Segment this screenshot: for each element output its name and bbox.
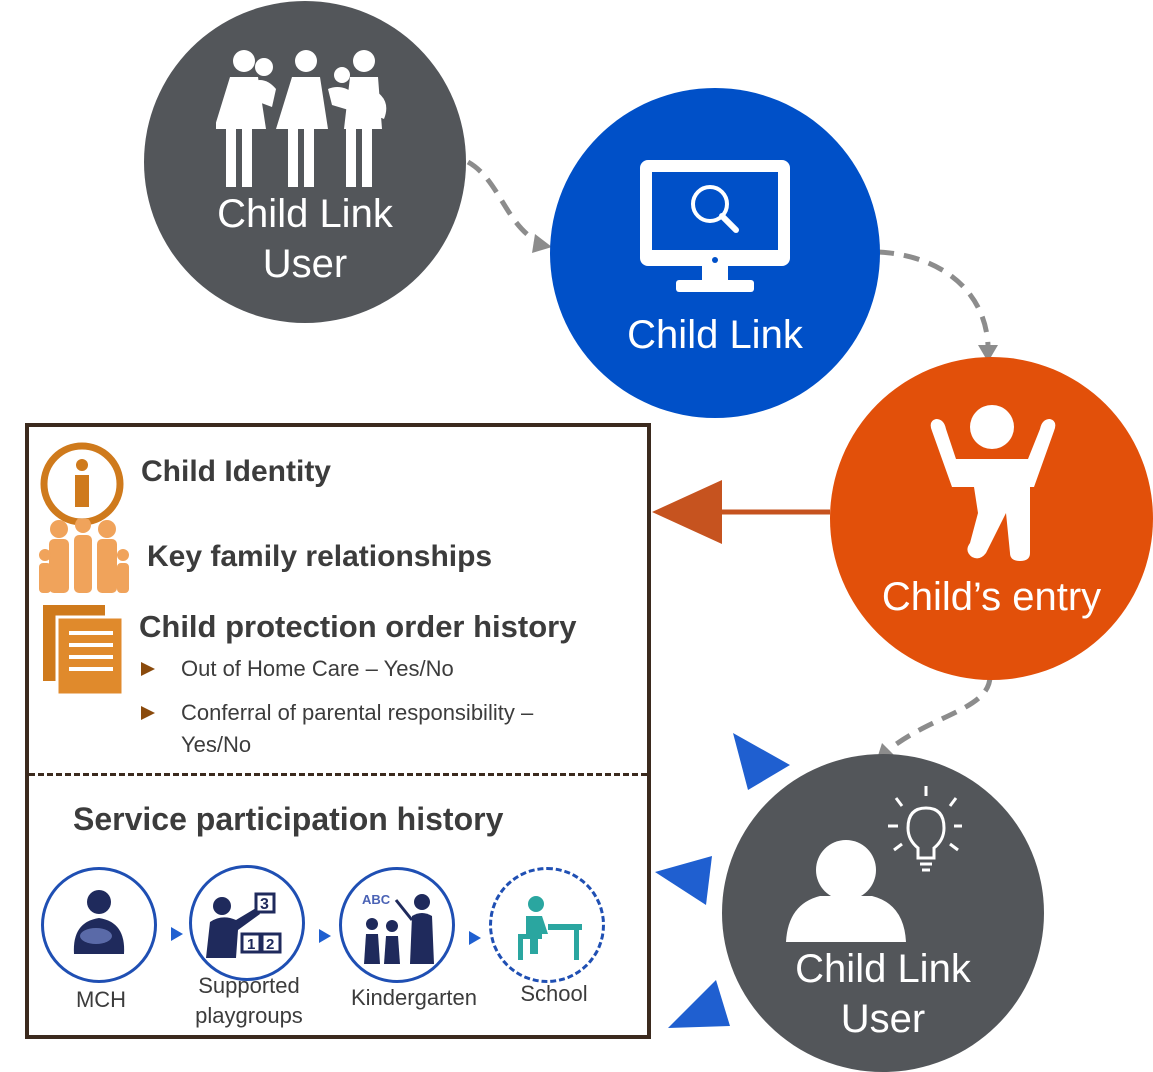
panel-divider bbox=[29, 773, 647, 776]
school-service-circle bbox=[489, 867, 605, 983]
child-link-user-bottom-node: Child Link User bbox=[722, 754, 1044, 1072]
arrow-childlink-to-entry bbox=[877, 249, 991, 346]
arrowhead-1 bbox=[532, 234, 552, 253]
child-identity-heading: Child Identity bbox=[141, 455, 331, 488]
blue-triangle-3 bbox=[668, 980, 730, 1028]
entry-to-panel-head bbox=[652, 480, 722, 544]
bullet-conferral: Conferral of parental responsibility – bbox=[141, 697, 533, 729]
mch-label: MCH bbox=[75, 987, 127, 1012]
childs-entry-node: Child’s entry bbox=[830, 357, 1153, 680]
arrow-entry-to-user bbox=[884, 675, 993, 754]
bullet-arrow-icon bbox=[141, 706, 155, 720]
child-figure-icon bbox=[930, 405, 1056, 561]
svg-text:2: 2 bbox=[266, 936, 274, 953]
playgroups-label: Supported playgroups bbox=[179, 971, 319, 1031]
service-arrow-2 bbox=[319, 929, 331, 943]
kindergarten-service-circle: ABC bbox=[339, 867, 455, 983]
teacher-children-icon: ABC bbox=[362, 892, 434, 964]
svg-text:ABC: ABC bbox=[362, 892, 391, 907]
family-relationships-heading: Key family relationships bbox=[147, 540, 493, 573]
bullet-text: Out of Home Care – Yes/No bbox=[181, 656, 454, 681]
node-label-line1: Child Link bbox=[795, 947, 971, 991]
service-history-heading: Service participation history bbox=[73, 801, 504, 837]
playgroups-label-line2: playgroups bbox=[195, 1003, 303, 1028]
arrowhead-2 bbox=[978, 345, 998, 362]
child-record-panel: Child Identity Key family relationships … bbox=[25, 423, 651, 1039]
svg-text:1: 1 bbox=[247, 936, 255, 953]
playgroups-label-line1: Supported bbox=[198, 973, 300, 998]
family-icon bbox=[216, 50, 387, 187]
info-icon bbox=[40, 442, 124, 526]
bullet-conferral-continued: Yes/No bbox=[181, 732, 252, 757]
blue-triangle-1 bbox=[733, 733, 790, 790]
arrow-user-to-childlink bbox=[466, 159, 542, 246]
school-label: School bbox=[520, 981, 588, 1006]
node-label-line2: User bbox=[840, 997, 926, 1041]
protection-order-heading: Child protection order history bbox=[139, 609, 577, 644]
teacher-blocks-icon: 3 1 2 bbox=[206, 892, 282, 958]
document-stack-icon bbox=[43, 605, 125, 697]
mother-baby-icon bbox=[73, 890, 125, 954]
bullet-out-of-home-care: Out of Home Care – Yes/No bbox=[141, 653, 454, 685]
student-desk-icon bbox=[518, 896, 582, 960]
node-label-line2: User bbox=[262, 242, 348, 286]
playgroups-service-circle: 3 1 2 bbox=[189, 865, 305, 981]
monitor-search-icon bbox=[640, 160, 790, 292]
svg-text:3: 3 bbox=[260, 896, 269, 913]
family-group-icon bbox=[39, 519, 129, 593]
service-arrow-3 bbox=[469, 931, 481, 945]
child-link-user-top-node: Child Link User bbox=[144, 1, 466, 323]
kindergarten-label: Kindergarten bbox=[351, 985, 477, 1010]
blue-triangle-2 bbox=[655, 856, 712, 905]
bullet-text: Conferral of parental responsibility – bbox=[181, 700, 534, 725]
service-arrow-1 bbox=[171, 927, 183, 941]
node-label: Child Link bbox=[627, 313, 803, 357]
child-link-node: Child Link bbox=[550, 88, 880, 418]
node-label-line1: Child Link bbox=[217, 192, 393, 236]
mch-service-circle bbox=[41, 867, 157, 983]
bullet-arrow-icon bbox=[141, 662, 155, 676]
node-label: Child’s entry bbox=[881, 575, 1102, 619]
person-lightbulb-icon bbox=[786, 786, 962, 942]
